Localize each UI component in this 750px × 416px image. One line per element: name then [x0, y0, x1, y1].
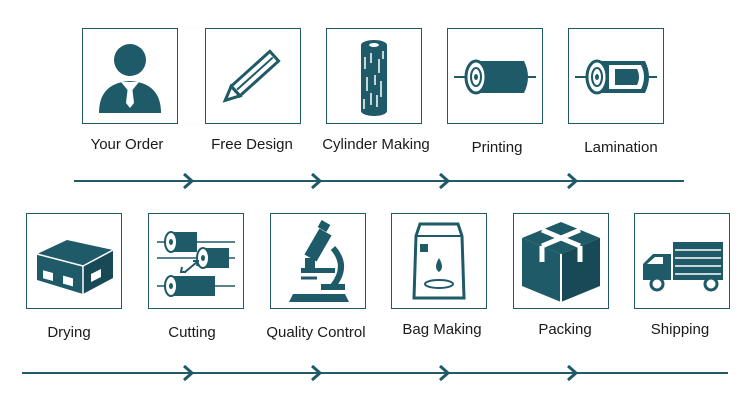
step-label-quality-control: Quality Control	[266, 324, 366, 341]
step-label-packing: Packing	[538, 321, 592, 338]
step-label-shipping: Shipping	[650, 321, 710, 338]
step-packing-box	[513, 213, 609, 309]
step-drying-box	[26, 213, 122, 309]
step-cylinder-making-box	[326, 28, 422, 124]
step-your-order-box	[82, 28, 178, 124]
step-quality-control-box	[270, 213, 366, 309]
step-label-cutting: Cutting	[168, 324, 216, 341]
chevron-right-icon	[183, 173, 195, 189]
step-label-printing: Printing	[471, 139, 523, 156]
cutting-rolls-icon	[157, 231, 235, 297]
step-shipping-box	[634, 213, 730, 309]
chevron-right-icon	[567, 173, 579, 189]
bag-icon	[412, 222, 466, 300]
printing-roll-icon	[454, 59, 536, 95]
step-bag-making-box	[391, 213, 487, 309]
step-label-bag-making: Bag Making	[402, 321, 482, 338]
step-label-lamination: Lamination	[584, 139, 658, 156]
step-label-drying: Drying	[47, 324, 91, 341]
step-label-free-design: Free Design	[211, 136, 293, 153]
step-cutting-box	[148, 213, 244, 309]
pen-icon	[222, 49, 281, 103]
truck-icon	[643, 242, 723, 292]
chevron-right-icon	[311, 365, 323, 381]
step-free-design-box	[205, 28, 301, 124]
microscope-icon	[289, 220, 349, 302]
step-printing-box	[447, 28, 543, 124]
person-icon	[99, 44, 161, 113]
step-lamination-box	[568, 28, 664, 124]
chevron-right-icon	[183, 365, 195, 381]
lamination-roll-icon	[575, 59, 657, 95]
flow-line-row1	[74, 180, 684, 182]
chevron-right-icon	[311, 173, 323, 189]
flow-line-row2	[22, 372, 728, 374]
step-label-your-order: Your Order	[90, 136, 164, 153]
chevron-right-icon	[439, 173, 451, 189]
drying-oven-icon	[36, 240, 114, 294]
cylinder-icon	[361, 40, 387, 116]
box-icon	[522, 222, 600, 302]
chevron-right-icon	[439, 365, 451, 381]
chevron-right-icon	[567, 365, 579, 381]
step-label-cylinder-making: Cylinder Making	[322, 136, 430, 153]
